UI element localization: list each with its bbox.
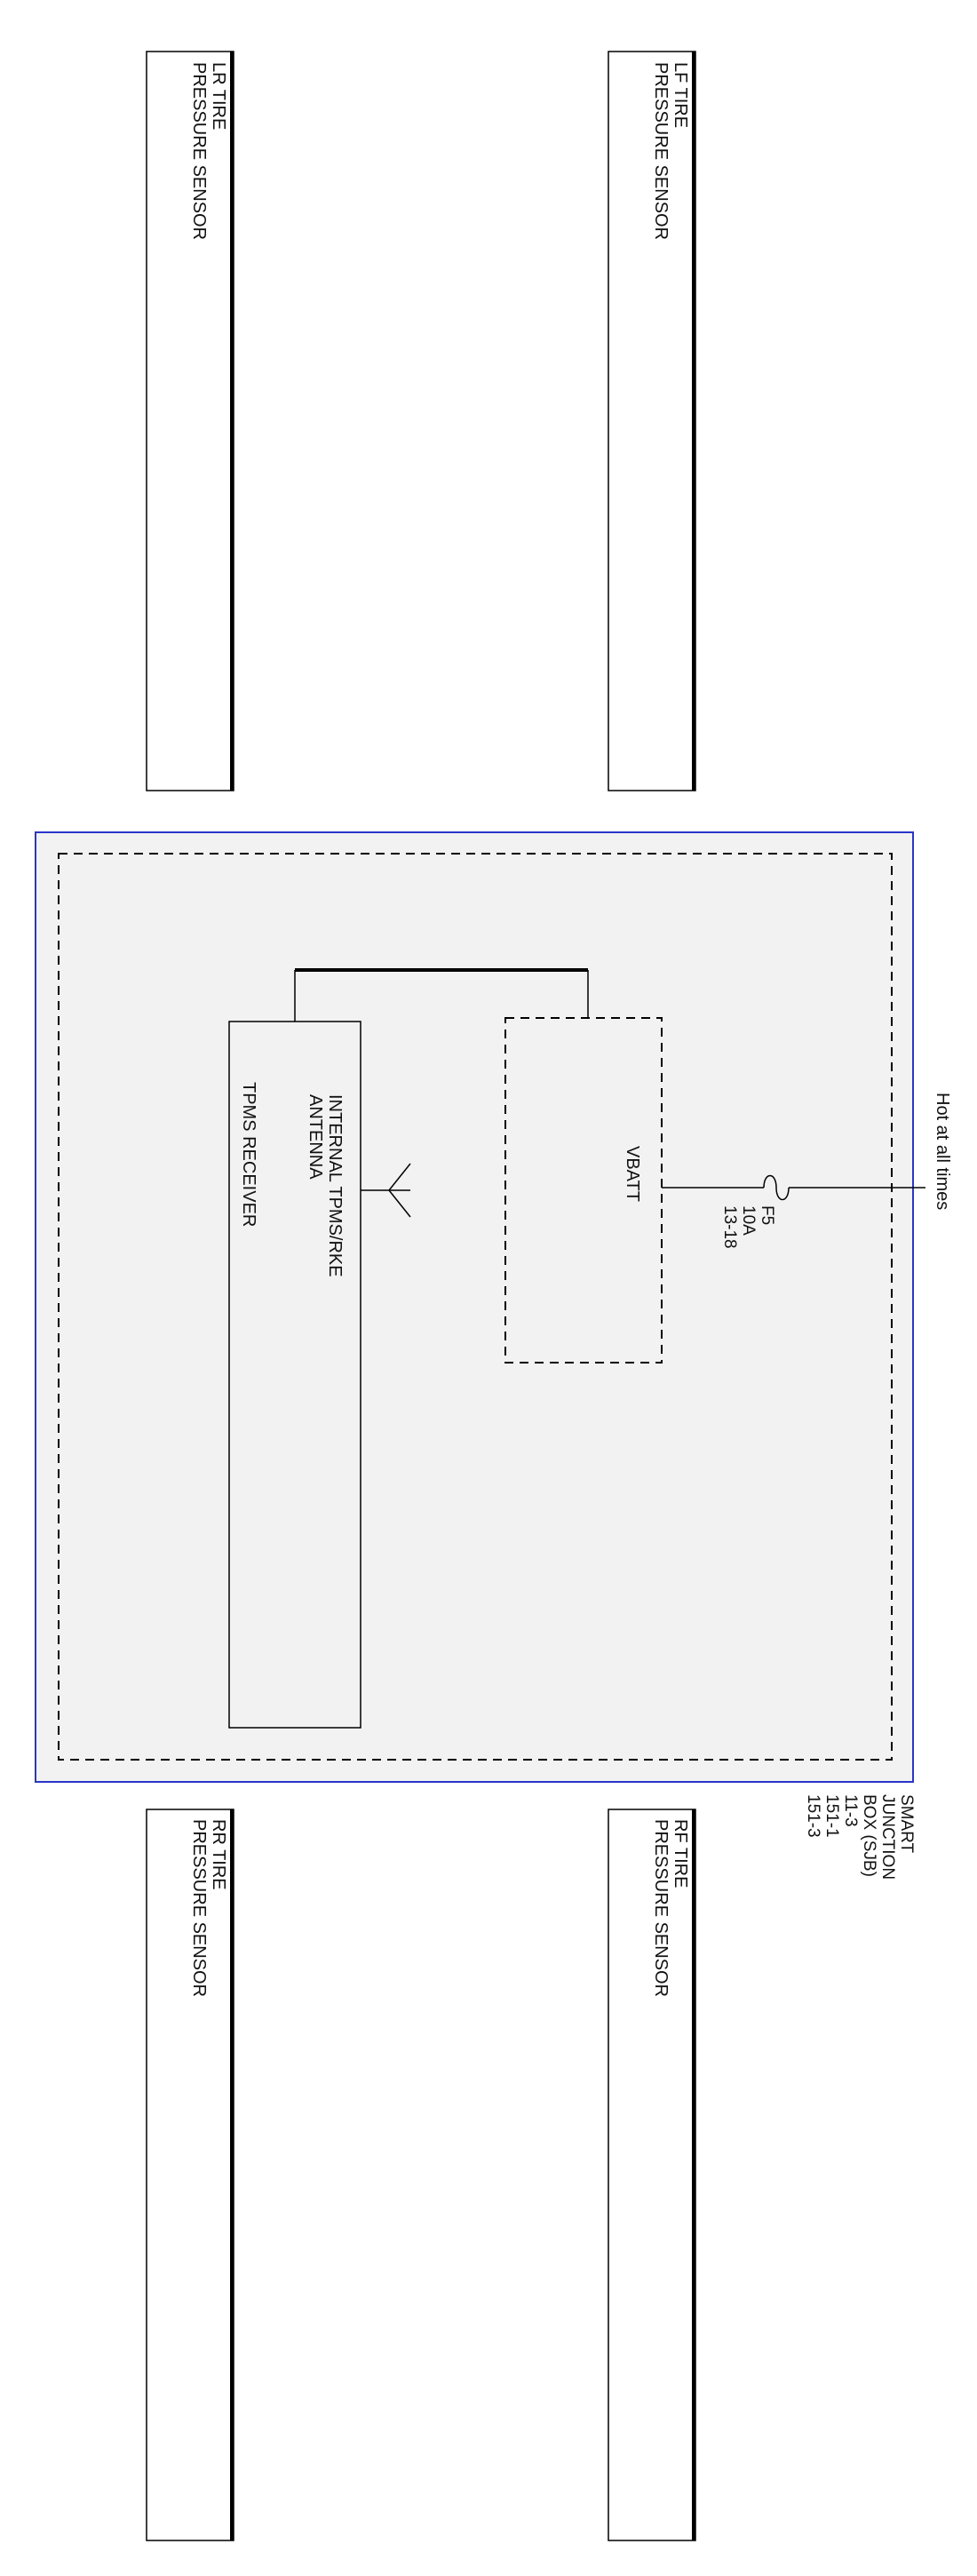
- lf-sensor-type: PRESSURE SENSOR: [651, 62, 671, 240]
- rr-sensor-type: PRESSURE SENSOR: [189, 1819, 209, 1997]
- rf-tire-pressure-sensor[interactable]: RF TIRE PRESSURE SENSOR: [608, 1809, 696, 2541]
- lf-tire-pressure-sensor[interactable]: LF TIRE PRESSURE SENSOR: [608, 51, 696, 791]
- lr-sensor-name: LR TIRE: [209, 62, 228, 130]
- svg-text:LF TIRE PRESSURE SENSOR: LF TIRE PRESSURE SENSOR: [651, 62, 690, 240]
- module-name-line3: BOX (SJB): [860, 1794, 878, 1877]
- svg-text:RF TIRE PRESSURE SENSOR: RF TIRE PRESSURE SENSOR: [651, 1819, 690, 1997]
- fuse-icon: [763, 1174, 790, 1201]
- hot-at-all-times-label: Hot at all times: [933, 1093, 952, 1210]
- vbatt-label: VBATT: [623, 1146, 642, 1202]
- fuse-ref: 13-18: [720, 1205, 739, 1249]
- power-feed-wire: [662, 1174, 925, 1201]
- module-name-label: SMART JUNCTION BOX (SJB) 11-3 151-1 151-…: [804, 1794, 916, 1884]
- module-ref-3: 151-3: [804, 1794, 822, 1838]
- rr-tire-pressure-sensor[interactable]: RR TIRE PRESSURE SENSOR: [146, 1809, 234, 2541]
- module-inner-dashed-boundary: [58, 853, 893, 1761]
- svg-text:F5 10A 13-18: F5 10A 13-18: [720, 1205, 776, 1249]
- svg-text:INTERNAL TPMS/RKE ANTENN: INTERNAL TPMS/RKE ANTENNA: [306, 1094, 345, 1282]
- lf-sensor-name: LF TIRE: [671, 62, 690, 128]
- internal-bus: [294, 968, 589, 1022]
- rf-sensor-type: PRESSURE SENSOR: [651, 1819, 671, 1997]
- module-ref-1: 11-3: [841, 1794, 860, 1827]
- module-ref-2: 151-1: [822, 1794, 841, 1838]
- lr-sensor-type: PRESSURE SENSOR: [189, 62, 209, 240]
- smart-junction-box-module[interactable]: [35, 831, 914, 1783]
- rr-sensor-name: RR TIRE: [209, 1819, 228, 1890]
- tpms-receiver[interactable]: INTERNAL TPMS/RKE ANTENNA TPMS RECEIVER: [228, 1021, 361, 1729]
- rf-sensor-name: RF TIRE: [671, 1819, 690, 1888]
- module-outline: [35, 831, 914, 1783]
- antenna-icon: [361, 1163, 411, 1218]
- svg-text:LR TIRE PRESSURE SENSOR: LR TIRE PRESSURE SENSOR: [189, 62, 228, 240]
- fuse-rating: 10A: [739, 1205, 758, 1236]
- antenna-label-line2: ANTENNA: [306, 1094, 325, 1180]
- module-name-line2: JUNCTION: [878, 1794, 897, 1880]
- fuse-name: F5: [758, 1205, 776, 1225]
- lr-tire-pressure-sensor[interactable]: LR TIRE PRESSURE SENSOR: [146, 51, 234, 791]
- module-name-line1: SMART: [897, 1794, 916, 1854]
- vbatt-component[interactable]: VBATT: [504, 1017, 663, 1364]
- antenna-label-line1: INTERNAL TPMS/RKE: [325, 1094, 345, 1277]
- svg-text:RR TIRE PRESSURE SENSOR: RR TIRE PRESSURE SENSOR: [189, 1819, 228, 1997]
- tpms-receiver-label: TPMS RECEIVER: [239, 1082, 258, 1227]
